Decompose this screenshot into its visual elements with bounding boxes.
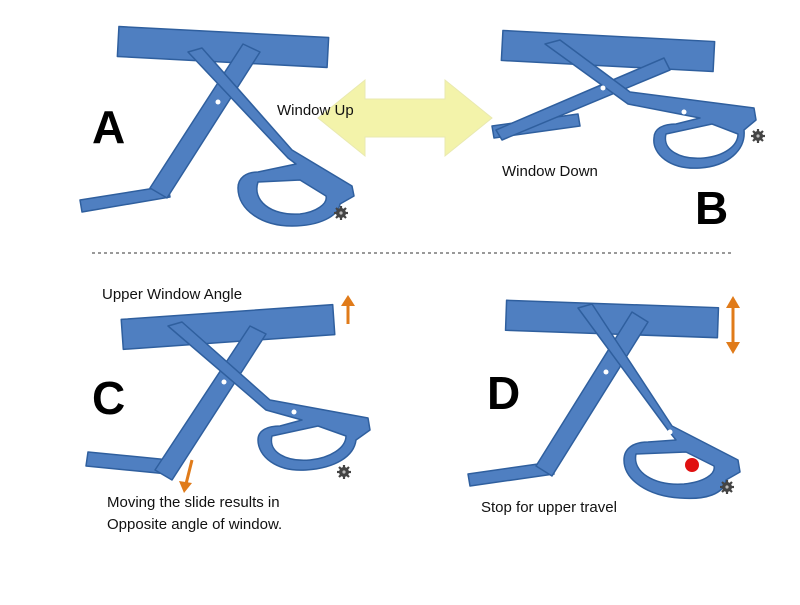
panel-letter-a: A <box>92 101 126 153</box>
label-moving-slide-line2: Opposite angle of window. <box>107 516 283 533</box>
pivot-b1 <box>600 85 606 91</box>
lever-arm-c <box>167 321 371 471</box>
double-arrow-icon <box>317 78 493 158</box>
orange-double-arrow-d <box>726 296 740 354</box>
mechanism-a <box>79 25 355 227</box>
base-slide-a <box>79 185 171 213</box>
window-bar-c <box>120 303 336 351</box>
orange-arrow-up-c <box>341 295 355 324</box>
pivot-a2 <box>282 157 288 163</box>
window-bar-d <box>504 299 720 339</box>
gear-icon <box>749 127 767 145</box>
gear-icon <box>335 463 353 481</box>
label-stop-upper-travel: Stop for upper travel <box>481 499 617 516</box>
pivot-d2 <box>667 429 673 435</box>
pivot-c2 <box>291 409 297 415</box>
label-moving-slide-line1: Moving the slide results in <box>107 494 280 511</box>
label-window-up: Window Up <box>277 102 354 119</box>
gear-icon <box>332 204 350 222</box>
gear-icon <box>718 478 736 496</box>
panel-letter-c: C <box>92 372 126 424</box>
red-stop-dot <box>685 458 699 472</box>
orange-arrow-down-c <box>179 459 194 493</box>
label-upper-window-angle: Upper Window Angle <box>102 286 243 303</box>
panel-letter-d: D <box>487 367 521 419</box>
mechanism-d <box>467 299 741 500</box>
lever-arm-a <box>187 47 355 227</box>
label-window-down: Window Down <box>502 163 598 180</box>
pivot-b2 <box>681 109 687 115</box>
scissor-arm-c <box>154 325 267 481</box>
panel-letter-b: B <box>695 182 729 234</box>
lever-arm-b <box>544 39 757 169</box>
pivot-a1 <box>215 99 221 105</box>
window-bar-b <box>500 29 716 73</box>
pivot-c1 <box>221 379 227 385</box>
mechanism-b <box>491 29 757 169</box>
pivot-d1 <box>603 369 609 375</box>
window-bar-a <box>116 25 330 69</box>
mechanism-c <box>85 303 371 481</box>
